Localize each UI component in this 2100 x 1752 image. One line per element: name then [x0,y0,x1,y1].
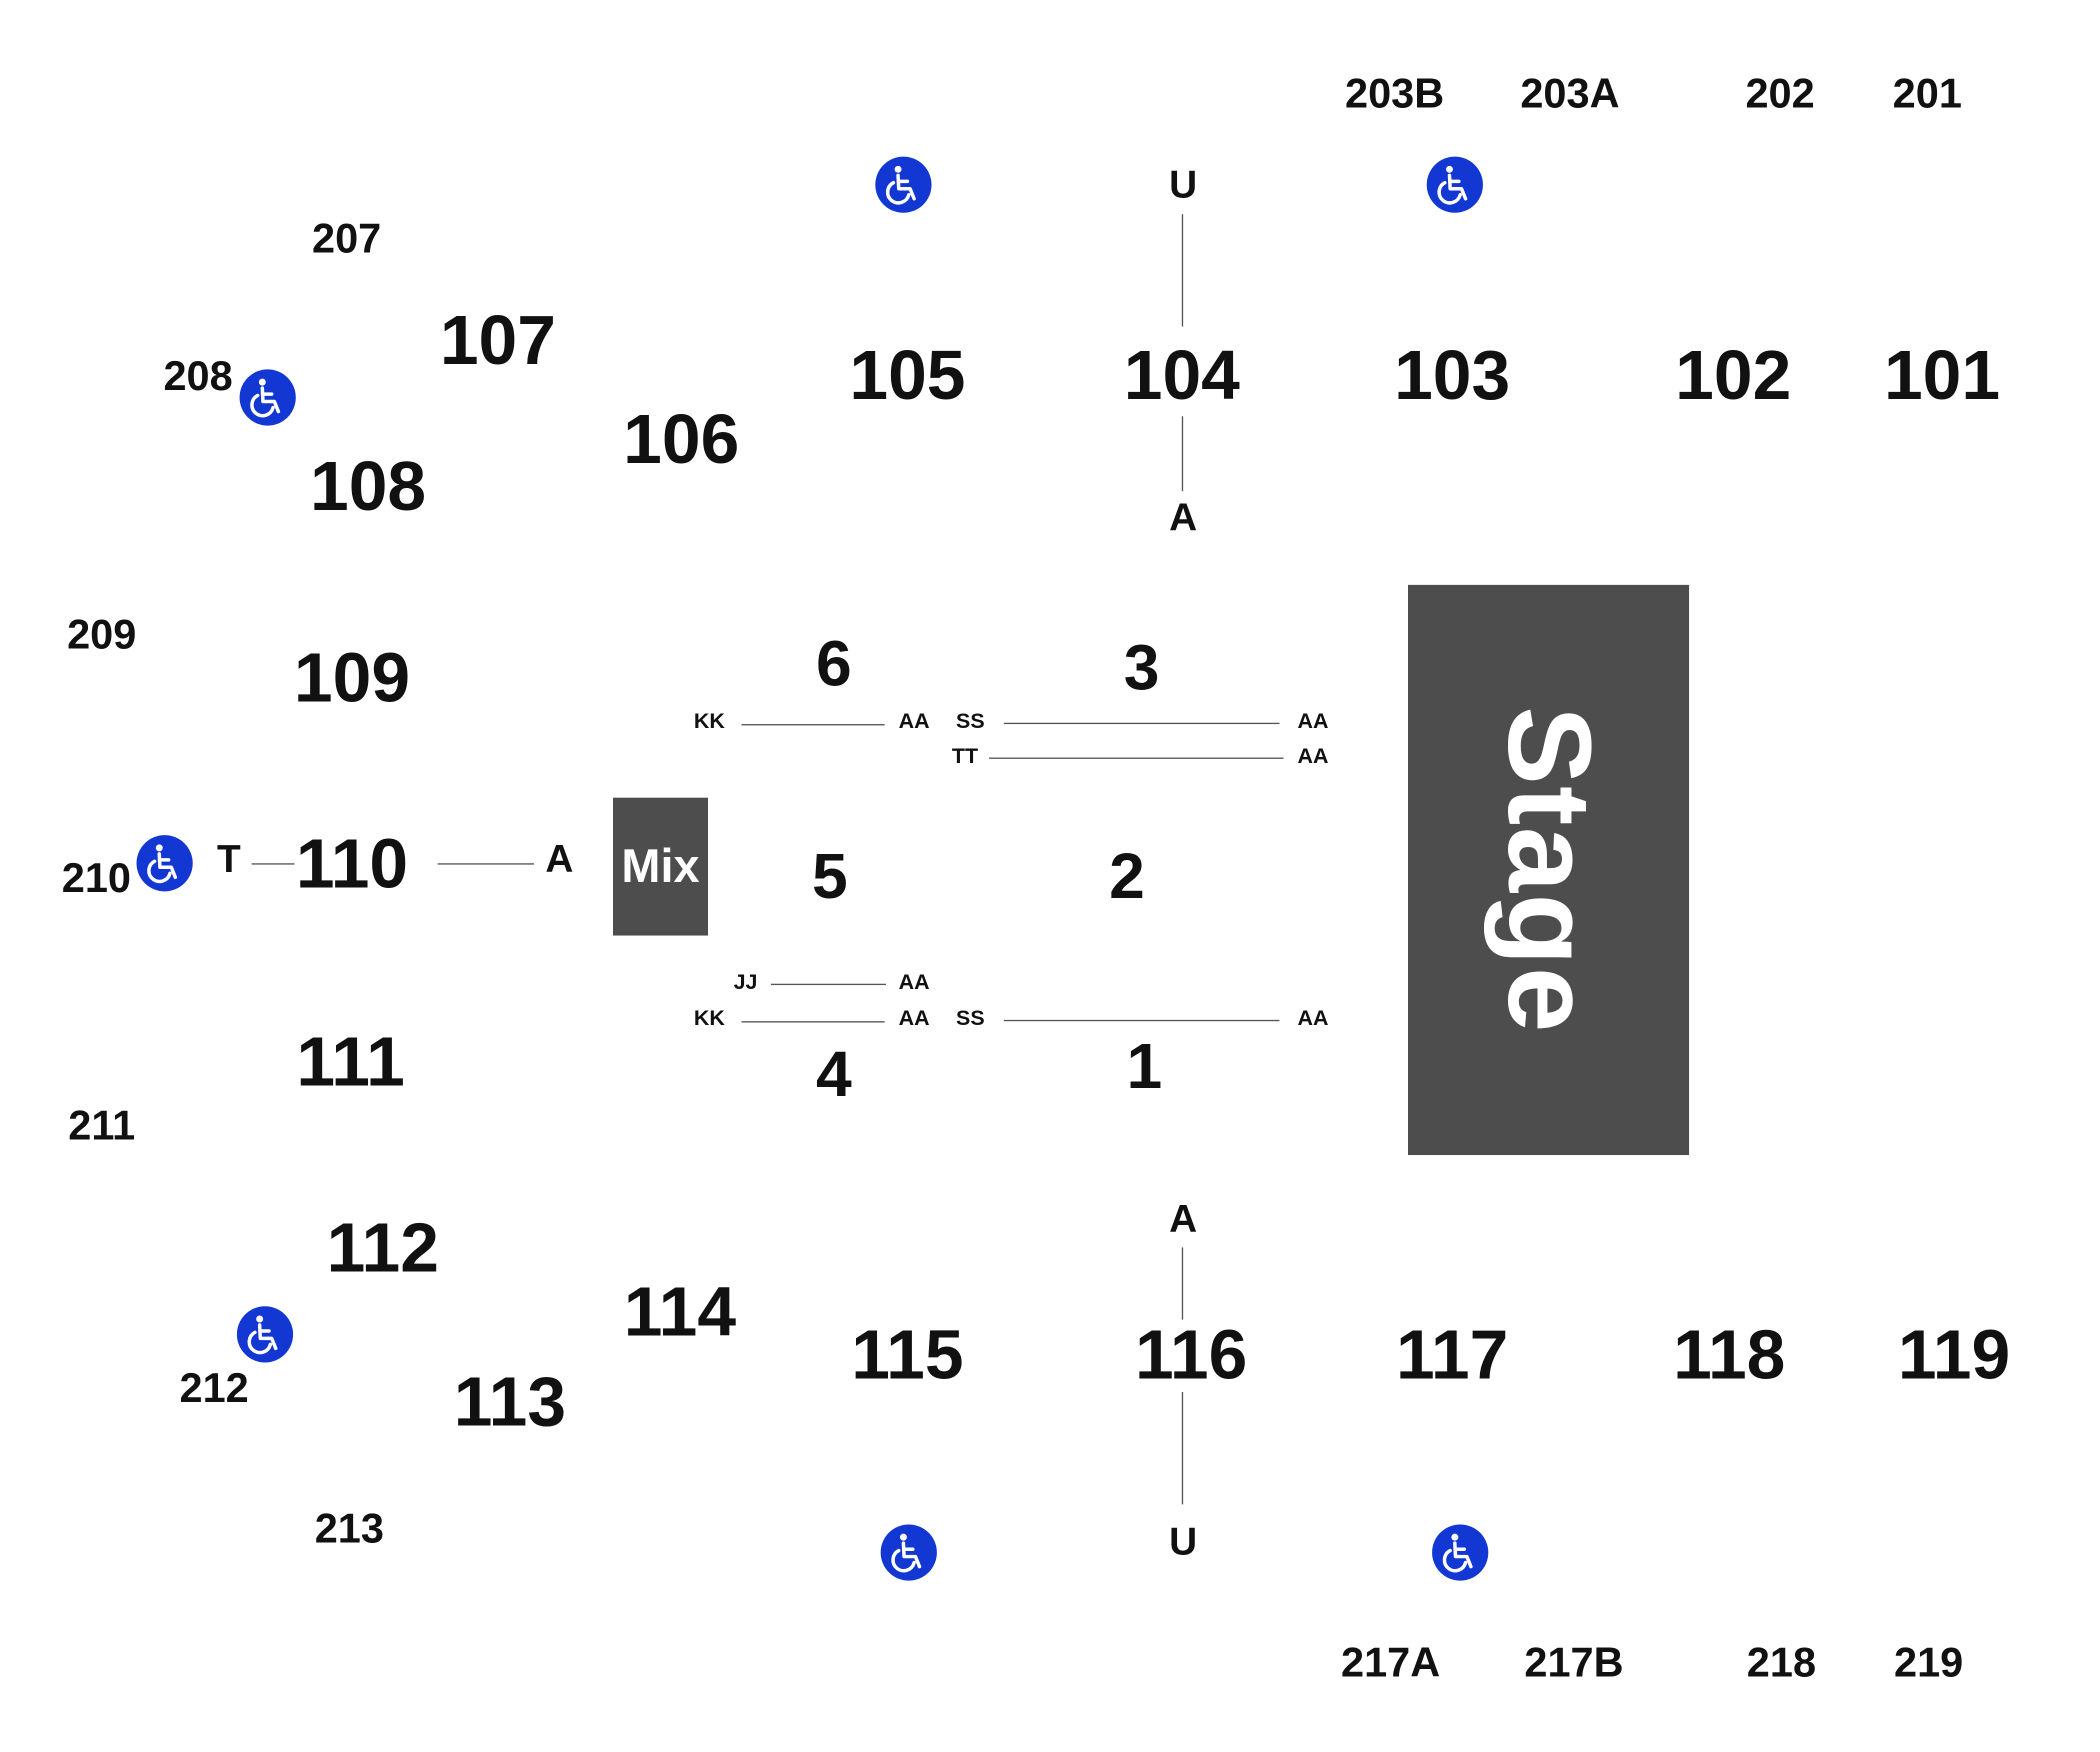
section-119[interactable]: 119 [1897,1316,2011,1395]
floor-section-4[interactable]: 4 [815,1039,852,1111]
row-label-110-t: T [217,838,241,882]
row-label-1-start: SS [956,1007,985,1031]
wheelchair-icon [880,1524,937,1581]
mix-block: Mix [612,797,709,936]
row-label-3-second-end: AA [1297,745,1329,769]
section-103[interactable]: 103 [1394,337,1511,415]
section-118[interactable]: 118 [1673,1316,1786,1395]
row-label-3-end: AA [1297,710,1329,734]
section-210[interactable]: 210 [61,854,131,902]
row-divider [770,983,887,986]
row-divider [1181,1391,1184,1505]
section-104[interactable]: 104 [1123,337,1240,415]
section-113[interactable]: 113 [453,1363,567,1442]
row-divider [1181,214,1184,327]
wheelchair-icon [1432,1524,1489,1581]
section-212[interactable]: 212 [179,1364,249,1412]
section-207[interactable]: 207 [312,214,382,262]
section-105[interactable]: 105 [849,337,966,415]
row-label-110-a: A [545,838,574,882]
section-101[interactable]: 101 [1883,337,2001,415]
section-107[interactable]: 107 [439,302,556,381]
row-label-1-end: AA [1297,1007,1329,1031]
section-217b[interactable]: 217B [1524,1638,1624,1686]
section-116[interactable]: 116 [1135,1316,1248,1395]
floor-section-1[interactable]: 1 [1126,1031,1163,1103]
row-label-116-u: U [1169,1521,1198,1564]
section-110[interactable]: 110 [295,825,409,904]
section-202[interactable]: 202 [1745,70,1815,118]
row-divider [1003,722,1280,725]
wheelchair-icon [1426,156,1483,213]
section-203b[interactable]: 203B [1345,70,1445,118]
row-divider [741,1021,885,1023]
row-divider [741,724,885,726]
section-219[interactable]: 219 [1894,1638,1964,1686]
floor-section-2[interactable]: 2 [1109,841,1145,913]
section-218[interactable]: 218 [1746,1638,1817,1686]
row-label-3-start: SS [956,710,985,734]
section-209[interactable]: 209 [67,610,137,658]
row-label-116-a: A [1169,1198,1198,1242]
section-115[interactable]: 115 [851,1316,964,1395]
row-label-4-second-end: AA [898,1007,930,1031]
section-201[interactable]: 201 [1892,70,1962,118]
section-108[interactable]: 108 [309,448,427,526]
section-114[interactable]: 114 [623,1274,737,1352]
section-208[interactable]: 208 [163,352,233,400]
floor-section-6[interactable]: 6 [815,629,852,700]
section-217a[interactable]: 217A [1341,1638,1441,1686]
floor-section-3[interactable]: 3 [1123,633,1160,704]
section-211[interactable]: 211 [68,1102,136,1150]
section-109[interactable]: 109 [293,639,411,718]
row-label-3-second-start: TT [951,745,979,769]
row-divider [1181,1247,1184,1320]
row-label-6-end: AA [898,710,930,734]
row-label-104-u: U [1169,163,1198,207]
section-203a[interactable]: 203A [1520,70,1620,118]
section-102[interactable]: 102 [1675,337,1792,415]
wheelchair-icon [136,835,193,892]
row-label-4-second-start: KK [693,1007,725,1031]
section-213[interactable]: 213 [314,1505,384,1552]
row-divider [1003,1019,1280,1022]
row-label-4-first-start: JJ [733,971,758,995]
section-112[interactable]: 112 [326,1209,439,1288]
wheelchair-icon [236,1306,294,1363]
stage-block: Stage [1407,584,1690,1156]
section-106[interactable]: 106 [623,401,740,480]
row-label-6-start: KK [693,710,725,734]
section-117[interactable]: 117 [1396,1316,1509,1395]
row-divider [989,757,1284,759]
mix-label: Mix [621,839,700,893]
wheelchair-icon [239,369,296,426]
stage-label: Stage [1482,706,1616,1034]
section-111[interactable]: 111 [296,1023,405,1102]
row-label-4-first-end: AA [898,971,930,995]
row-divider [251,863,295,865]
wheelchair-icon [875,156,932,213]
row-label-104-a: A [1169,497,1198,541]
row-divider [437,863,535,865]
row-divider [1181,416,1184,492]
floor-section-5[interactable]: 5 [811,841,848,913]
